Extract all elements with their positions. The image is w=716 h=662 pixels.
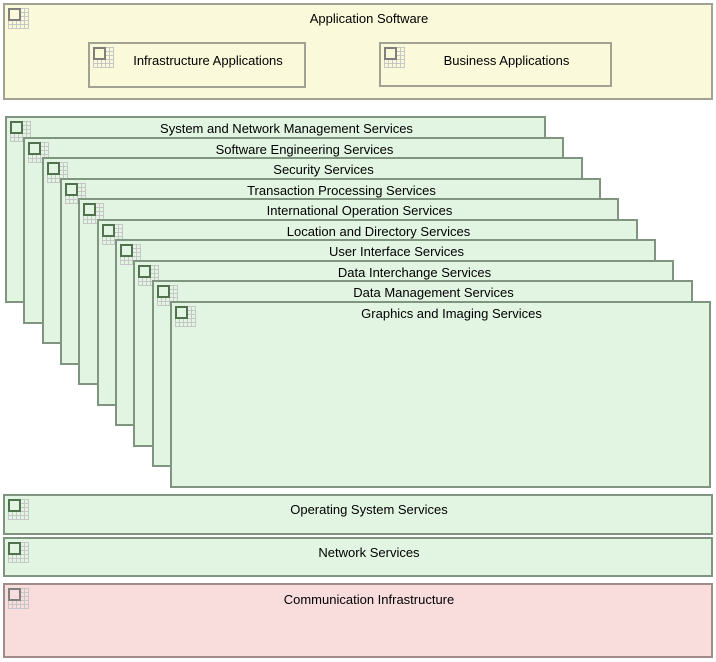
node-label: Security Services [273, 162, 374, 177]
component-icon [8, 8, 29, 29]
node-label: System and Network Management Services [160, 121, 413, 136]
node-label: Location and Directory Services [286, 224, 471, 239]
component-icon [8, 588, 29, 609]
node-network-services[interactable]: Network Services [3, 537, 713, 577]
node-label: Application Software [309, 11, 429, 26]
component-icon [93, 47, 114, 68]
node-operating-system-services[interactable]: Operating System Services [3, 494, 713, 535]
component-icon [157, 285, 178, 306]
node-label: Operating System Services [290, 502, 448, 517]
component-icon [8, 542, 29, 563]
component-icon [175, 306, 196, 327]
node-graphics-and-imaging-services[interactable]: Graphics and Imaging Services [170, 301, 711, 488]
node-label: International Operation Services [266, 203, 453, 218]
node-communication-infrastructure[interactable]: Communication Infrastructure [3, 583, 713, 658]
node-business-applications[interactable]: Business Applications [379, 42, 612, 87]
node-label: User Interface Services [328, 244, 465, 259]
node-label: Infrastructure Applications [133, 53, 283, 68]
component-icon [120, 244, 141, 265]
component-icon [8, 499, 29, 520]
node-label: Data Interchange Services [337, 265, 492, 280]
node-label: Communication Infrastructure [283, 592, 455, 607]
node-infrastructure-applications[interactable]: Infrastructure Applications [88, 42, 306, 88]
component-icon [47, 162, 68, 183]
component-icon [10, 121, 31, 142]
node-label: Transaction Processing Services [247, 183, 436, 198]
node-application-software[interactable]: Application Software Infrastructure Appl… [3, 3, 713, 100]
node-label: Graphics and Imaging Services [361, 306, 542, 321]
component-icon [384, 47, 405, 68]
node-label: Business Applications [443, 53, 570, 68]
node-label: Software Engineering Services [215, 142, 394, 157]
node-label: Network Services [318, 545, 420, 560]
node-label: Data Management Services [353, 285, 514, 300]
component-icon [83, 203, 104, 224]
